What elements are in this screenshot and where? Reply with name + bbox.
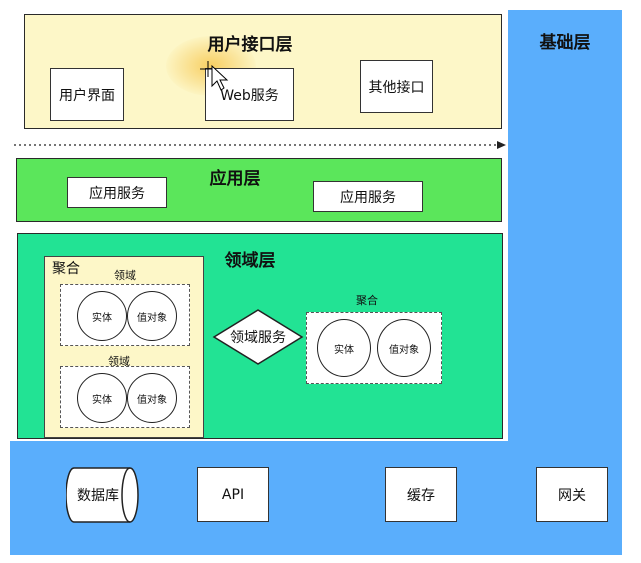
entity-circle: 实体 <box>77 373 127 423</box>
domain-service-label: 领域服务 <box>230 330 286 346</box>
domain-label: 领域 <box>108 355 130 368</box>
gateway-box: 网关 <box>536 467 608 522</box>
application-layer-title: 应用层 <box>209 168 261 189</box>
entity-circle: 实体 <box>317 319 371 377</box>
domain-layer-title: 领域层 <box>224 250 276 271</box>
application-service-box: 应用服务 <box>67 177 167 208</box>
other-interface-box: 其他接口 <box>360 60 433 113</box>
aggregate-label: 聚合 <box>356 294 378 307</box>
api-box: API <box>197 467 269 522</box>
database-label: 数据库 <box>77 488 119 504</box>
user-interface-box: 用户界面 <box>50 68 124 121</box>
domain-label: 领域 <box>114 269 136 282</box>
cache-box: 缓存 <box>385 467 457 522</box>
domain-service-diamond <box>212 309 304 365</box>
infrastructure-layer-title: 基础层 <box>539 32 591 53</box>
application-service-box: 应用服务 <box>313 181 423 212</box>
aggregate-panel-label: 聚合 <box>52 261 80 277</box>
web-service-box: Web服务 <box>205 68 294 121</box>
database-cylinder-icon <box>66 467 139 523</box>
value-object-circle: 值对象 <box>127 373 177 423</box>
user-interface-layer-title: 用户接口层 <box>207 34 293 55</box>
value-object-circle: 值对象 <box>377 319 431 377</box>
value-object-circle: 值对象 <box>127 291 177 341</box>
entity-circle: 实体 <box>77 291 127 341</box>
